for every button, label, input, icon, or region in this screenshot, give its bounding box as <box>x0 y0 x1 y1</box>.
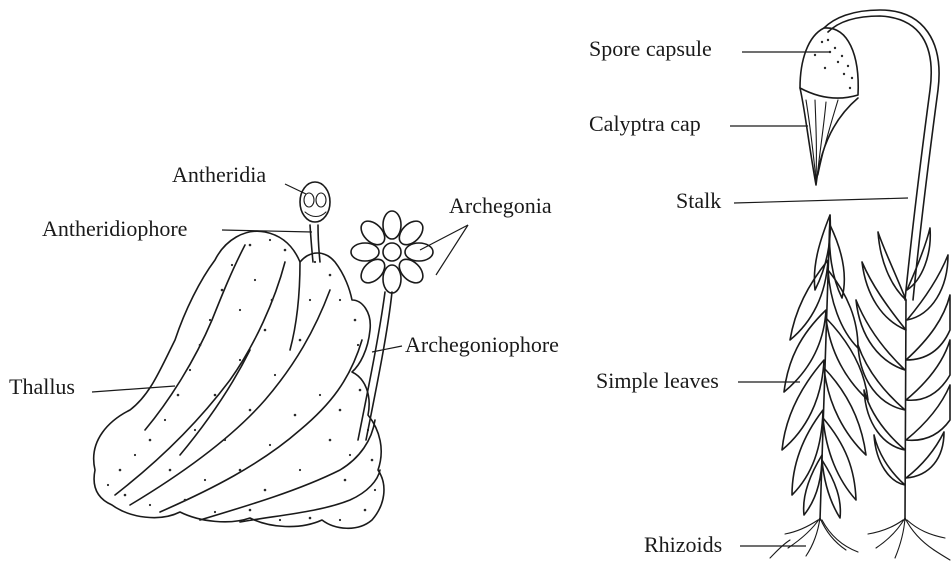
label-archegoniophore: Archegoniophore <box>405 332 559 358</box>
antheridiophore-structure <box>300 182 330 262</box>
moss-sporophyte <box>800 10 939 300</box>
label-stalk: Stalk <box>676 188 721 214</box>
moss-leaders <box>730 52 908 546</box>
moss-rhizoids <box>770 518 950 560</box>
label-calyptra-cap: Calyptra cap <box>589 111 701 137</box>
label-antheridiophore: Antheridiophore <box>42 216 187 242</box>
label-spore-capsule: Spore capsule <box>589 36 712 62</box>
label-simple-leaves: Simple leaves <box>596 368 719 394</box>
thallus-stipple <box>107 239 376 521</box>
label-archegonia: Archegonia <box>449 193 552 219</box>
label-rhizoids: Rhizoids <box>644 532 722 558</box>
liverwort-thallus <box>94 231 384 528</box>
moss-leafy-shoots <box>782 215 950 520</box>
label-thallus: Thallus <box>9 374 75 400</box>
archegoniophore-structure <box>351 211 433 440</box>
label-antheridia: Antheridia <box>172 162 266 188</box>
